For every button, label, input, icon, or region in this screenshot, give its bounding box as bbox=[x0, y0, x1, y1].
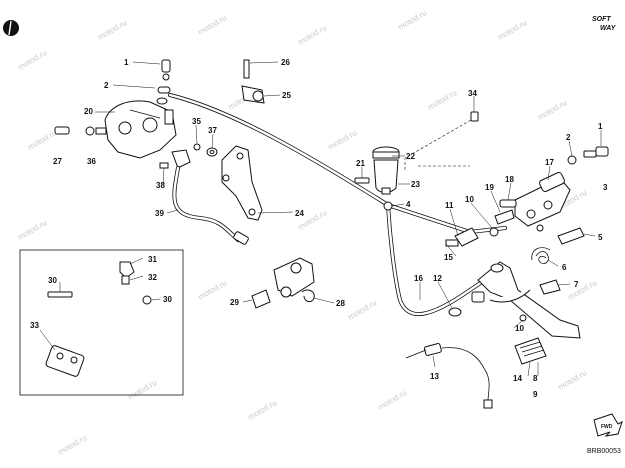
callout-24: 24 bbox=[295, 209, 304, 218]
hose-clamp bbox=[383, 201, 393, 211]
brand-line-2: WAY bbox=[600, 25, 617, 32]
pivot-bolt bbox=[536, 224, 585, 245]
pedal-rubber bbox=[514, 337, 547, 365]
callout-14: 14 bbox=[513, 374, 522, 383]
caliper-bolt bbox=[54, 126, 107, 136]
watermark: motod.ru bbox=[327, 128, 359, 152]
callout-10b: 10 bbox=[515, 324, 524, 333]
hose-bracket bbox=[221, 145, 263, 221]
callout-4: 4 bbox=[406, 200, 411, 209]
callout-labels: 1 2 20 26 25 27 36 35 37 38 39 24 34 21 … bbox=[30, 58, 608, 399]
callout-25: 25 bbox=[282, 91, 291, 100]
watermark: motod.ru bbox=[347, 298, 379, 322]
callout-11: 11 bbox=[445, 201, 454, 210]
callout-33: 33 bbox=[30, 321, 39, 330]
callout-27: 27 bbox=[53, 157, 62, 166]
watermark: motod.ru bbox=[397, 8, 429, 32]
hose-union bbox=[159, 143, 218, 169]
watermark: motod.ru bbox=[17, 218, 49, 242]
callout-1: 1 bbox=[124, 58, 129, 67]
callout-38: 38 bbox=[156, 181, 165, 190]
banjo-fitting bbox=[241, 59, 265, 104]
watermark: motod.ru bbox=[377, 388, 409, 412]
callout-28: 28 bbox=[336, 299, 345, 308]
callout-5: 5 bbox=[598, 233, 603, 242]
brand-line-1: SOFT bbox=[592, 16, 611, 23]
callout-39: 39 bbox=[155, 209, 164, 218]
callout-37: 37 bbox=[208, 126, 217, 135]
watermark: motod.ru bbox=[557, 368, 589, 392]
lower-washer bbox=[519, 314, 527, 322]
callout-36: 36 bbox=[87, 157, 96, 166]
callout-18: 18 bbox=[505, 175, 514, 184]
watermark: motod.ru bbox=[567, 278, 599, 302]
pedal-bolt bbox=[539, 279, 561, 295]
top-right-bolt bbox=[567, 146, 609, 165]
callout-21: 21 bbox=[356, 159, 365, 168]
return-spring bbox=[531, 247, 551, 264]
watermark: motod.ru bbox=[57, 433, 89, 457]
callout-10: 10 bbox=[465, 195, 474, 204]
watermark: motod.ru bbox=[497, 18, 529, 42]
diagram-code: BRB00053 bbox=[587, 448, 621, 455]
callout-31: 31 bbox=[148, 255, 157, 264]
callout-26: 26 bbox=[281, 58, 290, 67]
callout-30: 30 bbox=[48, 276, 57, 285]
callout-20: 20 bbox=[84, 107, 93, 116]
callout-8: 8 bbox=[533, 374, 538, 383]
mount-bolt bbox=[404, 111, 479, 172]
callout-2: 2 bbox=[104, 81, 109, 90]
callout-16: 16 bbox=[414, 274, 423, 283]
callout-32: 32 bbox=[148, 273, 157, 282]
callout-23: 23 bbox=[411, 180, 420, 189]
watermark: motod.ru bbox=[197, 278, 229, 302]
switch-fitting bbox=[445, 227, 479, 247]
fwd-arrow-icon: FWD bbox=[593, 413, 623, 437]
callout-34: 34 bbox=[468, 89, 477, 98]
inset-panel bbox=[19, 249, 184, 396]
leader-lines bbox=[39, 61, 602, 377]
callout-29: 29 bbox=[230, 298, 239, 307]
callout-19: 19 bbox=[485, 183, 494, 192]
callout-7: 7 bbox=[574, 280, 579, 289]
watermark: motod.ru bbox=[27, 128, 59, 152]
callout-12: 12 bbox=[433, 274, 442, 283]
watermark: motod.ru bbox=[197, 13, 229, 37]
lower-hose bbox=[172, 166, 249, 245]
watermark: motod.ru bbox=[97, 18, 129, 42]
watermark: motod.ru bbox=[297, 23, 329, 47]
callout-9: 9 bbox=[533, 390, 538, 399]
brake-switch bbox=[405, 343, 493, 409]
watermark: motod.ru bbox=[537, 98, 569, 122]
callout-15: 15 bbox=[444, 253, 453, 262]
callout-22: 22 bbox=[406, 152, 415, 161]
watermark: motod.ru bbox=[427, 88, 459, 112]
pushrod-parts bbox=[489, 199, 517, 237]
master-cylinder bbox=[514, 171, 571, 227]
callout-35: 35 bbox=[192, 117, 201, 126]
rear-master-cylinder bbox=[251, 257, 315, 309]
brake-hose bbox=[168, 93, 507, 317]
callout-30b: 30 bbox=[163, 295, 172, 304]
watermark: motod.ru bbox=[17, 48, 49, 72]
callout-13: 13 bbox=[430, 372, 439, 381]
bleeder-screw bbox=[156, 59, 171, 105]
corner-emblem-icon bbox=[3, 20, 19, 36]
reservoir-screw bbox=[354, 177, 370, 184]
callout-6: 6 bbox=[562, 263, 567, 272]
pedal-bushing bbox=[448, 291, 485, 317]
callout-2b: 2 bbox=[566, 133, 571, 142]
fwd-label: FWD bbox=[601, 424, 613, 430]
callout-1b: 1 bbox=[598, 122, 603, 131]
brake-pedal bbox=[477, 261, 581, 339]
callout-17: 17 bbox=[545, 158, 554, 167]
brake-caliper bbox=[104, 100, 177, 159]
callout-3: 3 bbox=[603, 183, 608, 192]
watermark-layer: motod.ru motod.ru motod.ru motod.ru moto… bbox=[17, 8, 599, 457]
fluid-reservoir bbox=[372, 146, 400, 195]
watermark: motod.ru bbox=[127, 378, 159, 402]
watermark: motod.ru bbox=[247, 398, 279, 422]
